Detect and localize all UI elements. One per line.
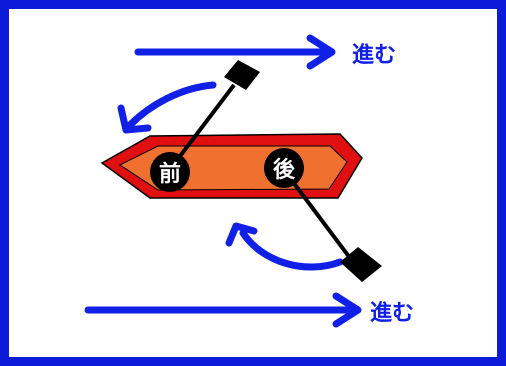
- rear-seat-label: 後: [273, 157, 296, 183]
- top-advance-label: 進む: [352, 43, 396, 68]
- bottom-forward-arrow: [84, 292, 362, 328]
- front-seat-marker: 前: [150, 152, 190, 192]
- bottom-advance-label: 進む: [370, 301, 414, 326]
- front-seat-label: 前: [159, 161, 181, 187]
- canoe-hull: [100, 133, 363, 199]
- front-stroke-curve-arrow: [117, 81, 217, 134]
- top-forward-arrow: [134, 34, 336, 70]
- rear-seat-marker: 後: [264, 148, 304, 188]
- rear-stroke-curve-arrow: [225, 222, 344, 271]
